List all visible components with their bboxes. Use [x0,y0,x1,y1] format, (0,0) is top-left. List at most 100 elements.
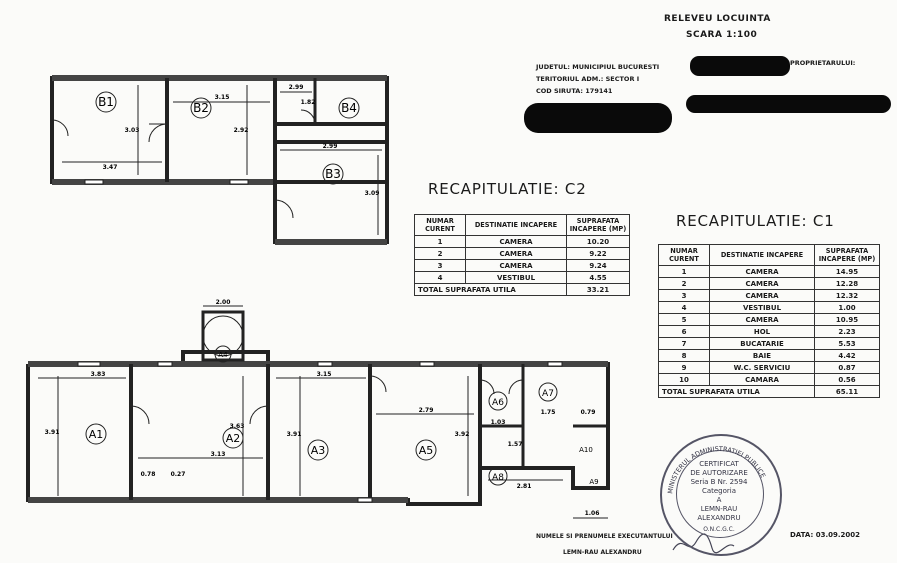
dimension-label: 2.99 [289,84,304,91]
dimension-label: 3.83 [91,371,106,378]
table-cell: CAMERA [709,277,815,290]
dimension-label: 3.91 [45,429,60,436]
dimension-label: 3.91 [287,431,302,438]
stamp-arc-label: MINISTERUL ADMINISTRATIEI PUBLICE [666,445,767,494]
document-date: DATA: 03.09.2002 [790,531,860,539]
table-cell: 9.22 [566,247,630,260]
room-label-a9: A9 [589,478,598,486]
table-cell: 0.87 [814,361,880,374]
room-label-b1: B1 [98,95,114,109]
room-label-a7: A7 [542,389,554,399]
official-stamp [660,434,782,556]
stamp-text: O.N.C.G.C. [703,526,735,533]
floor-plan-c2: B1 B2 B4 B3 3.47 3.15 2.99 2.99 3.03 2.9… [50,75,389,245]
dimension-label: 2.79 [419,407,434,414]
table-cell: 0.56 [814,373,880,386]
stamp-text: LEMN-RAU [700,505,738,513]
dimension-label: 2.92 [234,127,249,134]
dimension-label: 2.81 [517,483,532,490]
table-cell: 5.53 [814,337,880,350]
dimension-label: 3.15 [215,94,230,101]
svg-text:MINISTERUL ADMINISTRATIEI PUBL: MINISTERUL ADMINISTRATIEI PUBLICE [666,445,767,494]
redaction-bar [524,103,672,133]
stamp-text: DE AUTORIZARE [690,469,748,477]
table-cell: 10.95 [814,313,880,326]
dimension-label: 3.09 [365,190,380,197]
column-header: SUPRAFATA INCAPERE (MP) [566,214,630,236]
meta-siruta: COD SIRUTA: 179141 [536,87,613,95]
table-total-row: TOTAL SUPRAFATA UTILA 65.11 [658,385,880,398]
table-cell: VESTIBUL [465,271,567,284]
document-scale: SCARA 1:100 [686,30,758,40]
table-cell: 4 [414,271,466,284]
table-cell: 7 [658,337,710,350]
dimension-label: 0.79 [581,409,596,416]
room-label-a3: A3 [311,444,326,457]
table-cell: 8 [658,349,710,362]
table-header-row: NUMAR CURENT DESTINATIE INCAPERE SUPRAFA… [658,244,880,266]
dimension-label: 0.27 [171,471,186,478]
total-label: TOTAL SUPRAFATA UTILA [658,385,815,398]
table-cell: CAMERA [709,289,815,302]
recap-c1-title: RECAPITULATIE: C1 [676,212,835,230]
table-cell: W.C. SERVICIU [709,361,815,374]
table-cell: CAMERA [465,247,567,260]
table-cell: 2 [658,277,710,290]
table-cell: CAMERA [465,259,567,272]
room-label-a10: A10 [579,446,593,454]
column-header: NUMAR CURENT [658,244,710,266]
executant-label: NUMELE SI PRENUMELE EXECUTANTULUI [536,533,673,540]
total-label: TOTAL SUPRAFATA UTILA [414,283,567,296]
table-cell: BUCATARIE [709,337,815,350]
table-cell: 9 [658,361,710,374]
table-total-row: TOTAL SUPRAFATA UTILA 33.21 [414,283,630,296]
recap-c2-title: RECAPITULATIE: C2 [428,180,587,198]
table-cell: 4.55 [566,271,630,284]
dimension-label: 3.47 [103,164,118,171]
dimension-label: 1.57 [508,441,523,448]
dimension-label: 1.82 [301,99,316,106]
room-label-b3: B3 [325,167,341,181]
dimension-label: 3.15 [317,371,332,378]
table-cell: 5 [658,313,710,326]
recap-c2-table: NUMAR CURENT DESTINATIE INCAPERE SUPRAFA… [414,214,630,296]
dimension-label: 3.03 [125,127,140,134]
stamp-text: CERTIFICAT [699,460,739,468]
meta-county: JUDETUL: MUNICIPIUL BUCURESTI [536,63,660,71]
total-value: 65.11 [814,385,880,398]
room-label-a6: A6 [492,398,504,408]
table-cell: CAMARA [709,373,815,386]
column-header: NUMAR CURENT [414,214,466,236]
table-cell: VESTIBUL [709,301,815,314]
official-stamp-inner-ring [676,450,764,538]
table-cell: 1 [414,235,466,248]
table-cell: 9.24 [566,259,630,272]
column-header: DESTINATIE INCAPERE [465,214,567,236]
table-cell: CAMERA [709,313,815,326]
column-header: SUPRAFATA INCAPERE (MP) [814,244,880,266]
column-header: DESTINATIE INCAPERE [709,244,815,266]
room-label-a4: A4 [218,351,228,359]
dimension-label: 0.78 [141,471,156,478]
table-cell: CAMERA [709,265,815,278]
dimension-label: 2.00 [216,299,231,306]
room-label-b2: B2 [193,101,209,115]
table-cell: HOL [709,325,815,338]
table-cell: 12.28 [814,277,880,290]
meta-owner-label: PROPRIETARULUI: [790,59,856,67]
redaction-bar [690,56,790,76]
redaction-bar [686,95,891,113]
stamp-text: Categoria [701,487,737,495]
table-cell: 4.42 [814,349,880,362]
room-label-a5: A5 [419,444,434,457]
room-label-a2: A2 [226,432,241,445]
room-label-a8: A8 [492,473,504,483]
table-cell: 3 [414,259,466,272]
